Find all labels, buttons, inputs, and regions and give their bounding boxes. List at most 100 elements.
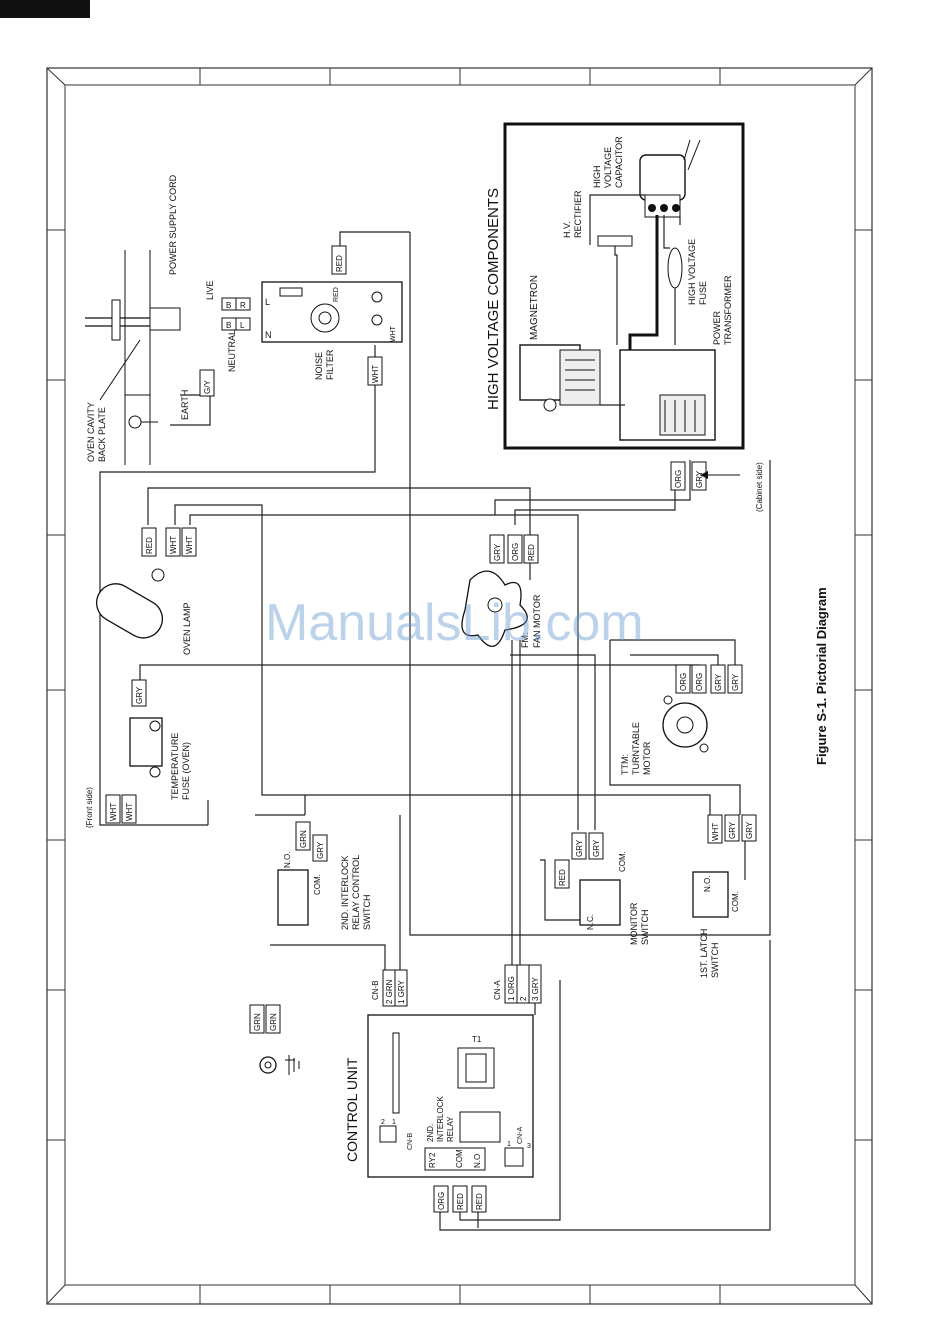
rectifier-label-1: H.V. xyxy=(562,221,572,238)
figure-caption: Figure S-1. Pictorial Diagram xyxy=(814,587,829,765)
latch-label-2: SWITCH xyxy=(710,943,720,979)
tag-gry-latch-1: GRY xyxy=(728,821,737,839)
ttm-label-3: MOTOR xyxy=(642,741,652,775)
power-transformer-icon xyxy=(619,349,716,441)
nf-wht: WHT xyxy=(390,325,397,342)
ry2-no: N.O xyxy=(473,1154,482,1168)
ry2-terminals xyxy=(424,1147,486,1171)
cu-cna-pin1: 1 xyxy=(507,1141,511,1148)
tag-org-fan: ORG xyxy=(511,543,520,561)
tag-wht-lamp-1: WHT xyxy=(169,536,178,554)
cna-connector xyxy=(504,964,542,1004)
tag-grn-gnd-1: GRN xyxy=(253,1013,262,1031)
tag-org-ttm-1: ORG xyxy=(679,673,688,691)
noise-filter-label-2: FILTER xyxy=(325,349,335,380)
hv-wiring xyxy=(589,194,681,406)
cu-cnb-pin1: 1 xyxy=(392,1119,396,1126)
cna-label: CN-A xyxy=(493,980,502,1000)
ground-icon xyxy=(259,1055,300,1075)
tag-gry-mon-1: GRY xyxy=(575,839,584,857)
tag-wht-nf: WHT xyxy=(371,365,380,383)
tag-gry-hv: GRY xyxy=(695,470,704,488)
noise-filter-label-1: NOISE xyxy=(314,352,324,380)
cu-cnb-label: CN-B xyxy=(407,1133,414,1150)
noise-filter-icon xyxy=(261,281,403,343)
relay-sw-label-3: SWITCH xyxy=(362,895,372,931)
tag-wht-lamp-2: WHT xyxy=(185,536,194,554)
rectifier-label-2: RECTIFIER xyxy=(573,190,583,238)
relay-sw-label-2: RELAY CONTROL xyxy=(351,855,361,930)
cu-cnb-socket xyxy=(379,1125,397,1143)
tag-org-ttm-2: ORG xyxy=(695,673,704,691)
latch-switch-icon xyxy=(692,871,729,918)
relay-sw-com: COM. xyxy=(313,874,322,895)
transformer-label-1: POWER xyxy=(712,310,722,345)
tag-gry-relay: GRY xyxy=(316,841,325,859)
t1-label: T1 xyxy=(472,1035,482,1044)
cu-cna-socket xyxy=(504,1147,524,1167)
ry2-label: RY2 xyxy=(428,1152,437,1168)
monitor-nc: N.C. xyxy=(586,914,595,930)
blu-b: B xyxy=(226,321,231,330)
cnb-row-1: 2 GRN xyxy=(385,979,394,1004)
cord-terminals xyxy=(221,297,251,331)
monitor-label-1: MONITOR xyxy=(629,902,639,945)
cnb-connector xyxy=(382,969,408,1007)
cu-cnb-pin2: 2 xyxy=(381,1119,385,1126)
transformer-label-2: TRANSFORMER xyxy=(723,275,733,345)
cu-strip xyxy=(392,1032,400,1114)
cabinet-side-label: (Cabinet side) xyxy=(755,462,764,512)
latch-no: N.O. xyxy=(703,876,712,892)
latch-com: COM. xyxy=(731,891,740,912)
tag-org-cu: ORG xyxy=(437,1192,446,1210)
cnb-label: CN-B xyxy=(371,980,380,1000)
tag-wht-latch: WHT xyxy=(711,823,720,841)
cna-row-3: 3 GRY xyxy=(531,976,540,1001)
capacitor-label-2: VOLTAGE xyxy=(603,147,613,188)
tag-gy: G/Y xyxy=(203,380,212,394)
fan-motor-label: FAN MOTOR xyxy=(532,594,542,648)
temp-fuse-label-1: TEMPERATURE xyxy=(170,733,180,800)
tag-red-mon: RED xyxy=(558,869,567,886)
tag-red-nf: RED xyxy=(335,255,344,272)
arrow-icon xyxy=(700,471,708,479)
tag-gry-ttm-2: GRY xyxy=(731,673,740,691)
turntable-motor-icon xyxy=(662,695,709,753)
main-wiring xyxy=(99,231,771,1231)
front-side-label: (Front side) xyxy=(85,787,94,828)
tag-gry-latch-2: GRY xyxy=(745,821,754,839)
oven-lamp-icon xyxy=(95,568,165,639)
tag-wht-fuse-1: WHT xyxy=(109,803,118,821)
backplate-label-2: BACK PLATE xyxy=(97,407,107,462)
cna-row-2: 2 xyxy=(519,996,528,1001)
capacitor-label-1: HIGH xyxy=(592,166,602,189)
tag-grn-relay: GRN xyxy=(299,830,308,848)
monitor-com: COM. xyxy=(618,851,627,872)
live-label: LIVE xyxy=(205,280,215,300)
wire-tags: RED WHT G/Y RED WHT WHT GRY WHT WHT GRY … xyxy=(105,245,757,1213)
fm-label: FM: xyxy=(520,633,530,649)
brn-r: R xyxy=(240,301,246,310)
ry2-com: COM xyxy=(455,1149,464,1168)
monitor-switch-icon xyxy=(579,879,621,926)
magnetron-label: MAGNETRON xyxy=(529,275,540,340)
earth-label: EARTH xyxy=(180,390,190,420)
tag-wht-fuse-2: WHT xyxy=(125,803,134,821)
relay-label-1: 2ND. xyxy=(426,1124,435,1142)
backplate-label-1: OVEN CAVITY xyxy=(86,402,96,462)
oven-lamp-label: OVEN LAMP xyxy=(182,602,192,655)
tag-gry-mon-2: GRY xyxy=(592,839,601,857)
cu-cna-label: CN-A xyxy=(517,1127,524,1144)
term-l: L xyxy=(265,297,270,307)
tag-red-cu-2: RED xyxy=(475,1193,484,1210)
tag-red-cu-1: RED xyxy=(456,1193,465,1210)
hv-components-box xyxy=(503,122,745,450)
hv-fuse-label-1: HIGH VOLTAGE xyxy=(687,239,697,305)
tag-gry-ttm-1: GRY xyxy=(714,673,723,691)
relay-label-2: INTERLOCK xyxy=(436,1096,445,1142)
term-n: N xyxy=(265,330,272,340)
hv-fuse-icon xyxy=(667,247,683,289)
fan-motor-icon xyxy=(461,570,528,647)
nf-red: RED xyxy=(333,287,340,302)
